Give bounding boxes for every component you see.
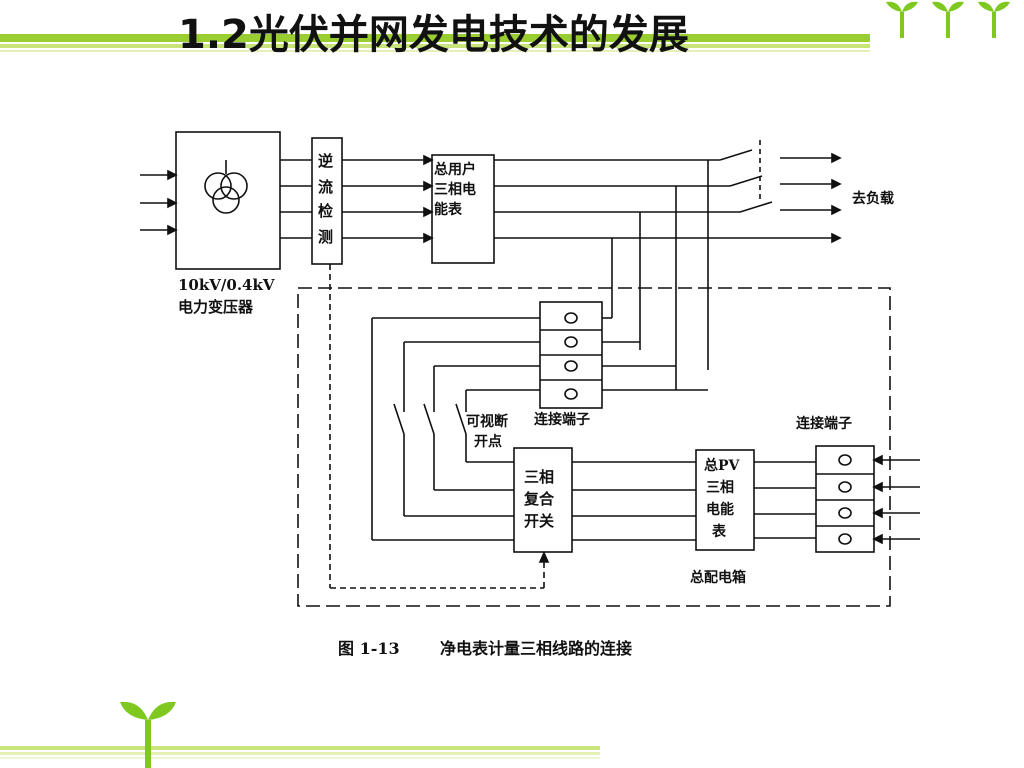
sprout-icon <box>886 1 1010 38</box>
figure-caption: 净电表计量三相线路的连接 <box>440 639 632 658</box>
figure-number: 图 1-13 <box>338 639 400 658</box>
switch-line: 复合 <box>523 490 555 508</box>
pv-meter-box <box>695 449 755 551</box>
bottom-band <box>0 746 600 759</box>
switch-line: 三相 <box>524 468 554 486</box>
transformer-symbol <box>204 160 248 214</box>
pv-meter-line: 电能 <box>706 501 734 518</box>
pv-meter-line: 总PV <box>704 457 741 474</box>
composite-switch-box <box>513 447 573 553</box>
terminal-right-label: 连接端子 <box>796 415 852 432</box>
top-band <box>0 34 870 52</box>
transformer-rating: 10kV/0.4kV <box>178 276 275 294</box>
transformer-box <box>175 131 281 270</box>
sprout-icon <box>120 701 176 768</box>
panel-label: 总配电箱 <box>690 569 746 586</box>
reverse-flow-char: 逆 <box>318 152 333 170</box>
main-meter-line: 三相电 <box>434 181 476 198</box>
terminal-block-right <box>815 445 875 553</box>
input-arrows <box>140 169 178 236</box>
main-meter-box <box>431 154 495 264</box>
transformer-name: 电力变压器 <box>178 298 254 316</box>
pv-meter-line: 表 <box>711 523 727 540</box>
reverse-flow-char: 流 <box>318 178 333 196</box>
terminal-left-label: 连接端子 <box>534 411 590 428</box>
reverse-flow-char: 测 <box>318 228 333 246</box>
visible-break-label: 开点 <box>474 433 502 450</box>
visible-break-label: 可视断 <box>466 413 508 430</box>
main-meter-line: 能表 <box>434 201 463 218</box>
main-meter-line: 总用户 <box>434 161 476 178</box>
pv-meter-line: 三相 <box>706 479 734 496</box>
switch-line: 开关 <box>524 512 554 530</box>
page-title: 1.2光伏并网发电技术的发展 <box>178 12 689 58</box>
diagram-labels: 10kV/0.4kV 电力变压器 逆 流 检 测 总用户 三相电 能表 去负载 … <box>178 152 894 658</box>
distribution-panel <box>297 287 891 607</box>
to-load-label: 去负载 <box>852 190 894 207</box>
wiring-diagram <box>140 131 920 607</box>
reverse-flow-box <box>311 137 343 265</box>
reverse-flow-char: 检 <box>318 202 333 220</box>
